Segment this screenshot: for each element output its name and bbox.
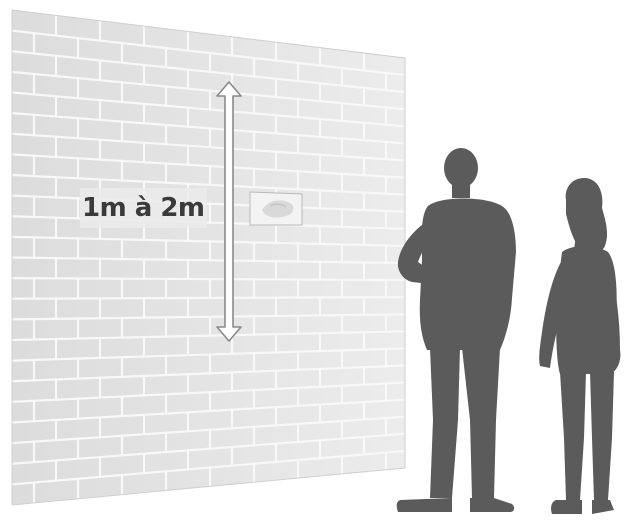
brick-wall: [12, 10, 405, 505]
woman-silhouette-icon: [539, 178, 620, 514]
man-silhouette-icon: [397, 148, 516, 512]
wall-artwork: [250, 192, 302, 225]
height-range-label: 1m à 2m: [80, 188, 207, 228]
